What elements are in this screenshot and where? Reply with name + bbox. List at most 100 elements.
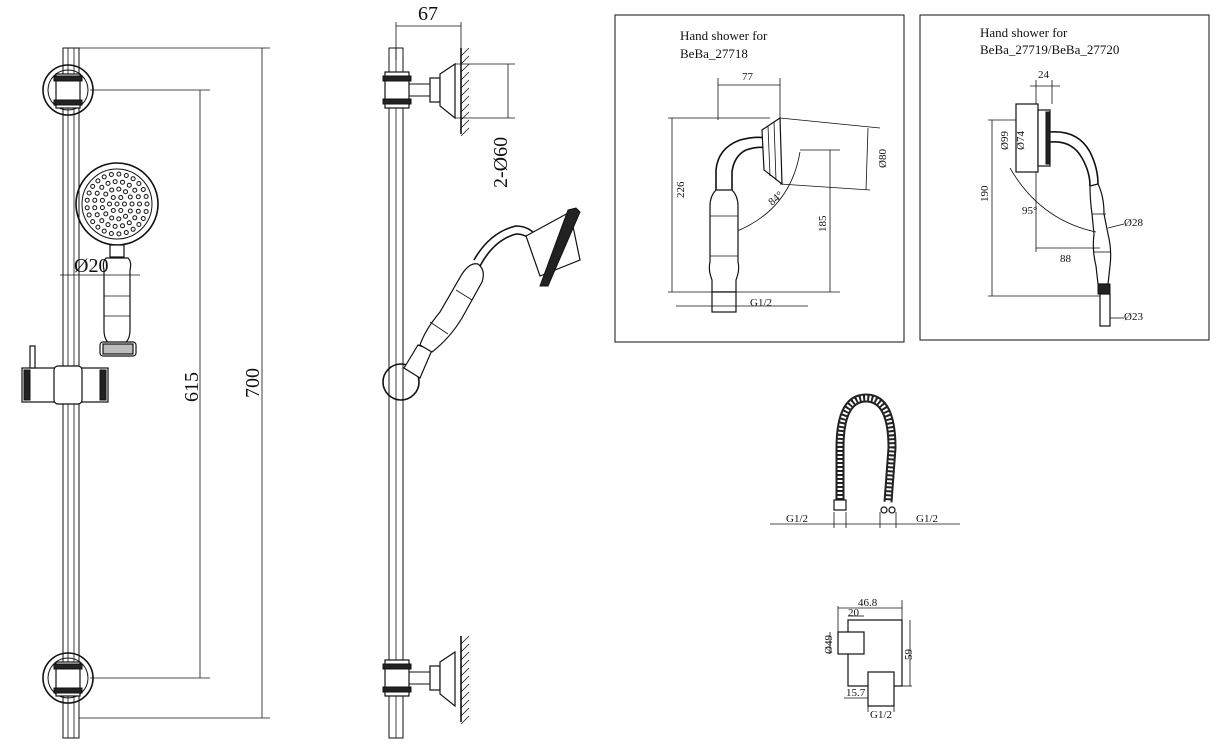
spray-hole <box>116 231 122 237</box>
dim-projection: 67 <box>418 3 438 25</box>
spray-hole <box>123 230 129 235</box>
spray-hole <box>108 231 114 236</box>
wall-hatch-line <box>460 127 470 137</box>
dim-left-height-total: 226 <box>675 181 687 198</box>
spray-hole <box>116 186 122 192</box>
spray-hole <box>99 218 105 224</box>
dim-bracket-spacing: 615 <box>181 372 203 402</box>
wall-hatch-line <box>460 111 470 121</box>
spray-hole <box>140 216 146 221</box>
spray-hole <box>130 176 136 182</box>
spray-hole <box>136 181 142 186</box>
spray-hole <box>143 209 149 214</box>
spray-hole <box>122 201 127 207</box>
spray-hole <box>109 215 115 221</box>
wall-outlet: 46.8 20 Ø49 59 15.7 G1/2 <box>823 597 915 721</box>
dim-hose-thread-left: G1/2 <box>786 513 808 525</box>
bottom-wall-bracket <box>42 652 94 704</box>
wall-hatch-line <box>460 63 470 73</box>
spray-hole <box>101 174 107 180</box>
dim-right-handle-diameter: Ø28 <box>1124 217 1143 229</box>
spray-hole <box>137 201 142 207</box>
dim-right-height: 190 <box>979 185 991 202</box>
wall-hatch-line <box>460 95 470 105</box>
spray-hole <box>123 189 128 195</box>
hand-shower-side <box>382 207 581 401</box>
wall-hatch-line <box>460 651 470 661</box>
wall-hatch-line <box>460 47 470 57</box>
spray-hole <box>116 216 122 222</box>
spray-hole <box>123 173 129 178</box>
spray-hole <box>103 211 109 217</box>
spray-hole <box>144 201 150 207</box>
spray-hole <box>101 228 107 234</box>
dim-right-reach: 88 <box>1060 253 1072 265</box>
spray-hole <box>90 219 96 225</box>
dim-outlet-offset: 15.7 <box>846 687 866 699</box>
spray-hole <box>103 191 109 197</box>
spray-hole <box>135 208 141 214</box>
spray-hole <box>143 194 149 199</box>
front-view: Ø20 615 700 <box>21 47 270 739</box>
wall-hatch-line <box>460 699 470 709</box>
spray-hole <box>99 197 105 203</box>
dim-bracket-diameter: 2-Ø60 <box>490 137 512 188</box>
spray-hole <box>123 213 128 219</box>
dim-left-thread: G1/2 <box>750 297 772 309</box>
spray-hole <box>90 183 96 189</box>
wall-hatch-line <box>460 643 470 653</box>
spray-hole <box>105 180 111 186</box>
spray-hole <box>129 201 135 207</box>
spray-hole <box>120 179 125 185</box>
shower-hose: G1/2 G1/2 <box>770 393 960 528</box>
spray-hole <box>107 201 112 207</box>
wall-hatch-line <box>460 71 470 81</box>
panel-left-title-2: BeBa_27718 <box>680 46 748 61</box>
top-wall-bracket <box>42 64 94 116</box>
dim-right-angle: 95° <box>1022 205 1037 217</box>
spray-hole <box>126 182 132 188</box>
panel-right-title-1: Hand shower for <box>980 25 1068 40</box>
dim-total-height: 700 <box>242 368 264 398</box>
spray-hole <box>140 187 146 192</box>
wall-hatch-line <box>460 683 470 693</box>
spray-hole <box>132 215 138 221</box>
spray-hole <box>118 208 124 213</box>
spray-hole <box>126 220 132 226</box>
spray-hole <box>118 195 124 200</box>
spray-hole <box>86 212 92 218</box>
spray-hole <box>136 222 142 227</box>
dim-left-angle: 84° <box>766 189 786 208</box>
panel-hand-shower-27718: Hand shower for BeBa_27718 77 226 185 Ø8… <box>614 14 905 343</box>
spray-hole <box>132 187 138 193</box>
spray-hole <box>99 184 105 190</box>
rail-slider <box>21 345 109 405</box>
panel-hand-shower-27719-27720: Hand shower for BeBa_27719/BeBa_27720 24… <box>919 14 1210 341</box>
wall-hatch-line <box>460 667 470 677</box>
dim-right-inner-diameter: Ø74 <box>1015 131 1027 150</box>
wall-hatch-line <box>460 659 470 669</box>
dim-left-head-diameter: Ø80 <box>877 149 889 168</box>
wall-hatch-line <box>460 103 470 113</box>
wall-hatch-line <box>460 675 470 685</box>
spray-hole <box>94 212 100 218</box>
spray-hole <box>108 172 114 177</box>
dim-right-outer-diameter: Ø99 <box>999 131 1011 150</box>
hand-shower-front <box>75 162 159 357</box>
spray-hole <box>127 208 133 214</box>
wall-hatch-line <box>460 635 470 645</box>
wall-hatch-line <box>460 87 470 97</box>
dim-left-height-head: 185 <box>817 215 829 232</box>
dim-outlet-thread: G1/2 <box>870 709 892 721</box>
dim-outlet-height: 59 <box>903 649 915 661</box>
wall-hatch-line <box>460 79 470 89</box>
dim-right-end-diameter: Ø23 <box>1124 311 1143 323</box>
spray-hole <box>86 190 92 196</box>
spray-hole <box>84 197 90 203</box>
panel-left-title-1: Hand shower for <box>680 28 768 43</box>
spray-hole <box>135 194 141 200</box>
dim-outlet-depth: 20 <box>848 607 860 619</box>
spray-hole <box>105 222 111 228</box>
spray-hole <box>116 171 122 177</box>
